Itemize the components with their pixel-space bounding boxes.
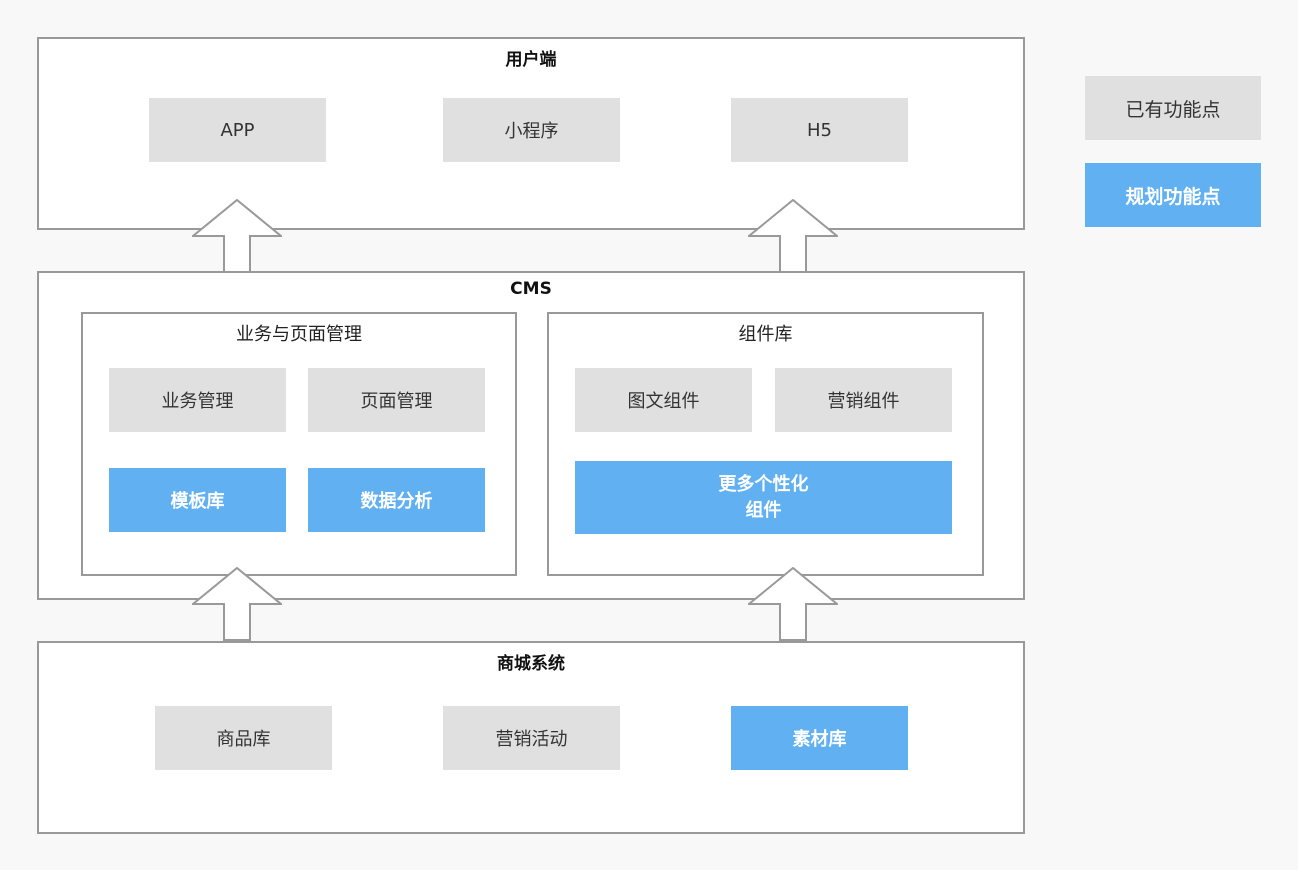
component-library-panel: 组件库 图文组件 营销组件 更多个性化 组件 [547,312,984,576]
business-page-management-title: 业务与页面管理 [236,324,362,345]
cms-layer: CMS 业务与页面管理 业务管理 页面管理 模板库 数据分析 组件库 图文组件 … [37,271,1025,600]
mall-layer: 商城系统 商品库 营销活动 素材库 [37,641,1025,834]
mall-layer-title: 商城系统 [497,654,565,674]
cms-layer-title: CMS [510,279,552,299]
client-layer: 用户端 APP 小程序 H5 [37,37,1025,230]
marketing-activity-box: 营销活动 [443,706,620,770]
business-management-box: 业务管理 [109,368,286,432]
business-page-management-panel: 业务与页面管理 业务管理 页面管理 模板库 数据分析 [81,312,517,576]
product-library-box: 商品库 [155,706,332,770]
template-library-box: 模板库 [109,468,286,532]
client-h5-box: H5 [731,98,908,162]
client-miniprogram-box: 小程序 [443,98,620,162]
up-arrow-icon [192,567,282,641]
legend-planned: 规划功能点 [1085,163,1261,227]
up-arrow-icon [748,199,838,273]
graphic-component-box: 图文组件 [575,368,752,432]
personalized-component-box: 更多个性化 组件 [575,461,952,534]
client-app-box: APP [149,98,326,162]
client-layer-title: 用户端 [505,50,557,70]
legend-existing: 已有功能点 [1085,76,1261,140]
up-arrow-icon [748,567,838,641]
up-arrow-icon [192,199,282,273]
page-management-box: 页面管理 [308,368,485,432]
data-analysis-box: 数据分析 [308,468,485,532]
material-library-box: 素材库 [731,706,908,770]
marketing-component-box: 营销组件 [775,368,952,432]
component-library-title: 组件库 [738,324,793,345]
